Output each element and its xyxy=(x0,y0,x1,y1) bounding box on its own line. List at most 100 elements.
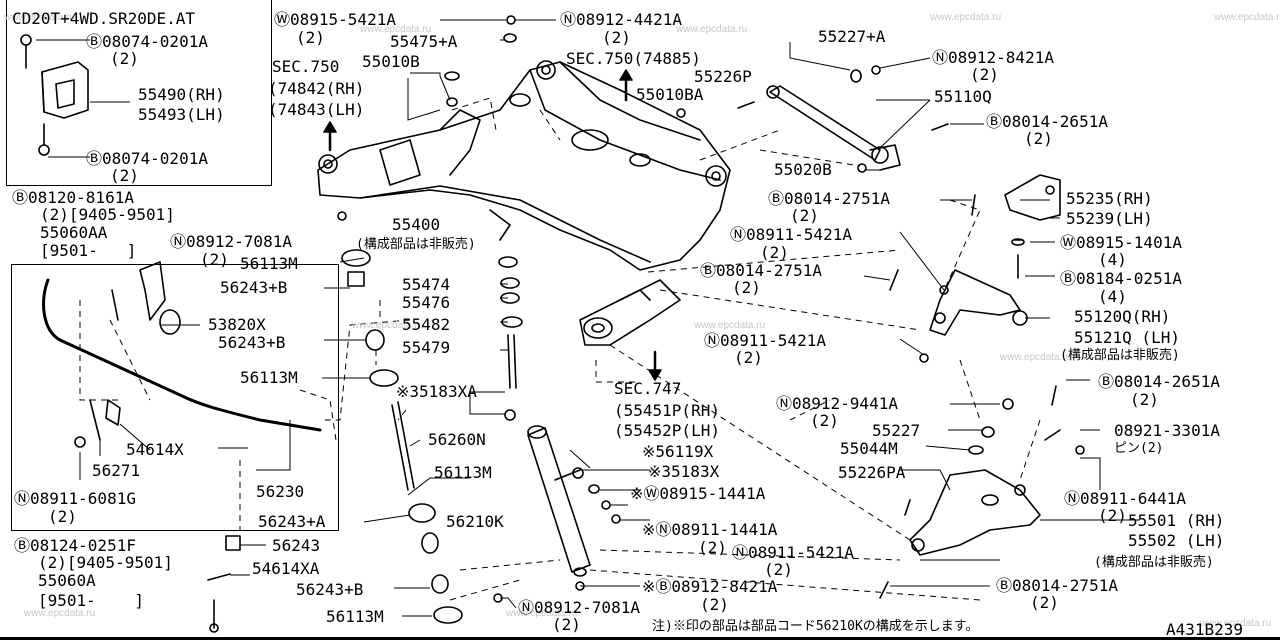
quantity-label: (2) xyxy=(698,538,727,557)
spring-seat-stack xyxy=(341,249,463,624)
date-range: (2)[9405-9501] xyxy=(40,205,175,224)
part-label: Ⓦ08915-5421A xyxy=(274,10,396,29)
engine-mount-bracket xyxy=(20,34,89,156)
lower-arm-55501 xyxy=(909,469,1041,556)
quantity-label: (2) xyxy=(200,250,229,269)
quantity-label: (2) xyxy=(970,65,999,84)
part-label: 08921-3301A xyxy=(1114,421,1220,440)
not-sold-note: (構成部品は非販売) xyxy=(1094,555,1214,570)
part-label: Ⓑ08014-2751A xyxy=(700,261,822,280)
part-label: Ⓑ08014-2751A xyxy=(996,576,1118,595)
part-label: 56243+B xyxy=(218,333,286,352)
part-label: Ⓝ08912-4421A xyxy=(560,10,682,29)
part-label: Ⓝ08911-6081G xyxy=(14,489,136,508)
part-label: 55490(RH) xyxy=(138,85,225,104)
pin-label: ピン(2) xyxy=(1114,441,1164,456)
part-label: ※56119X xyxy=(642,442,714,461)
stabilizer-bracket-53820X xyxy=(111,261,181,335)
quantity-label: (2) xyxy=(1024,129,1053,148)
quantity-label: (2) xyxy=(732,278,761,297)
part-label: 55010B xyxy=(362,52,420,71)
part-label: ※Ⓝ08911-1441A xyxy=(642,520,778,539)
part-label: 55110Q xyxy=(934,87,992,106)
part-label: 55476 xyxy=(402,293,451,312)
part-label: 55493(LH) xyxy=(138,105,225,124)
part-label: 56210K xyxy=(446,512,504,531)
quantity-label: (2) xyxy=(1130,390,1159,409)
part-label: Ⓑ08074-0201A xyxy=(86,32,208,51)
part-label: 55227+A xyxy=(818,27,886,46)
part-label: ※35183XA xyxy=(396,382,477,401)
part-label: 55120Q(RH) xyxy=(1074,307,1171,326)
part-label: 55060AA xyxy=(40,223,108,242)
quantity-label: (2) xyxy=(552,615,581,634)
part-label: 56113M xyxy=(240,368,298,387)
part-label: 54614X xyxy=(126,440,184,459)
part-label: 55400 xyxy=(392,215,441,234)
part-label: 55044M xyxy=(840,439,898,458)
quantity-label: (4) xyxy=(1098,287,1127,306)
part-label: 56271 xyxy=(92,461,141,480)
part-label: 56113M xyxy=(326,607,384,626)
part-label: Ⓝ08912-7081A xyxy=(170,232,292,251)
quantity-label: (2) xyxy=(110,49,139,68)
part-label: Ⓝ08911-5421A xyxy=(704,331,826,350)
stabilizer-detail-frame xyxy=(11,264,339,531)
part-label: Ⓦ08915-1401A xyxy=(1060,233,1182,252)
part-label: 55227 xyxy=(872,421,921,440)
part-label: Ⓑ08074-0201A xyxy=(86,149,208,168)
lower-link xyxy=(579,279,681,346)
part-label: 56243 xyxy=(272,536,321,555)
part-label: ※Ⓑ08912-8421A xyxy=(642,577,778,596)
suspension-crossmember xyxy=(317,60,731,271)
direction-arrows xyxy=(323,69,662,381)
model-label: CD20T+4WD.SR20DE.AT xyxy=(12,9,196,28)
section-ref: SEC.747 xyxy=(614,379,682,398)
part-label: ※35183X xyxy=(648,462,720,481)
part-label: 55479 xyxy=(402,338,451,357)
part-label: 55474 xyxy=(402,275,451,294)
stabilizer-link-54614X xyxy=(89,399,121,441)
part-label: 55502 (LH) xyxy=(1128,531,1225,550)
part-label: 56243+B xyxy=(296,580,364,599)
part-label: 56113M xyxy=(240,254,298,273)
part-label: 55226PA xyxy=(838,463,906,482)
part-label: 55020B xyxy=(774,160,832,179)
part-label: 55501 (RH) xyxy=(1128,511,1225,530)
part-label: Ⓑ08014-2651A xyxy=(986,112,1108,131)
part-label: 55121Q (LH) xyxy=(1074,328,1180,347)
quantity-label: (2) xyxy=(1030,593,1059,612)
part-label: 56243+B xyxy=(220,278,288,297)
quantity-label: (4) xyxy=(1098,250,1127,269)
quantity-label: (2) xyxy=(760,243,789,262)
part-label: Ⓝ08912-9441A xyxy=(776,394,898,413)
quantity-label: (2) xyxy=(790,206,819,225)
stabilizer-bar-56230 xyxy=(42,278,322,432)
section-ref: (74843(LH) xyxy=(268,100,365,119)
part-label: 55226P xyxy=(694,67,752,86)
bracket-55235 xyxy=(1004,174,1061,279)
watermark: www.epcdata.ru xyxy=(1214,12,1280,23)
quantity-label: (2) xyxy=(1098,506,1127,525)
section-ref: (74842(RH) xyxy=(268,79,365,98)
part-label: 55010BA xyxy=(636,85,704,104)
watermark: www.epcdata.ru xyxy=(352,320,424,331)
mount-detail-frame xyxy=(6,0,272,186)
footnote: 注)※印の部品は部品コード56210Kの構成を示します。 xyxy=(652,619,979,634)
upper-link-55110Q xyxy=(766,85,901,171)
bottom-rule xyxy=(0,637,1280,640)
part-label: 56230 xyxy=(256,482,305,501)
part-label: 56113M xyxy=(434,463,492,482)
part-label: 56243+A xyxy=(258,512,326,531)
section-ref: SEC.750(74885) xyxy=(566,49,701,68)
part-label: Ⓝ08911-6441A xyxy=(1064,489,1186,508)
part-label: 55475+A xyxy=(390,32,458,51)
watermark: www.epcdata.ru xyxy=(930,12,1002,23)
quantity-label: (2) xyxy=(700,595,729,614)
quantity-label: (2) xyxy=(764,560,793,579)
part-label: 55239(LH) xyxy=(1066,209,1153,228)
part-label: Ⓑ08124-0251F xyxy=(14,536,136,555)
part-label: Ⓑ08014-2651A xyxy=(1098,372,1220,391)
